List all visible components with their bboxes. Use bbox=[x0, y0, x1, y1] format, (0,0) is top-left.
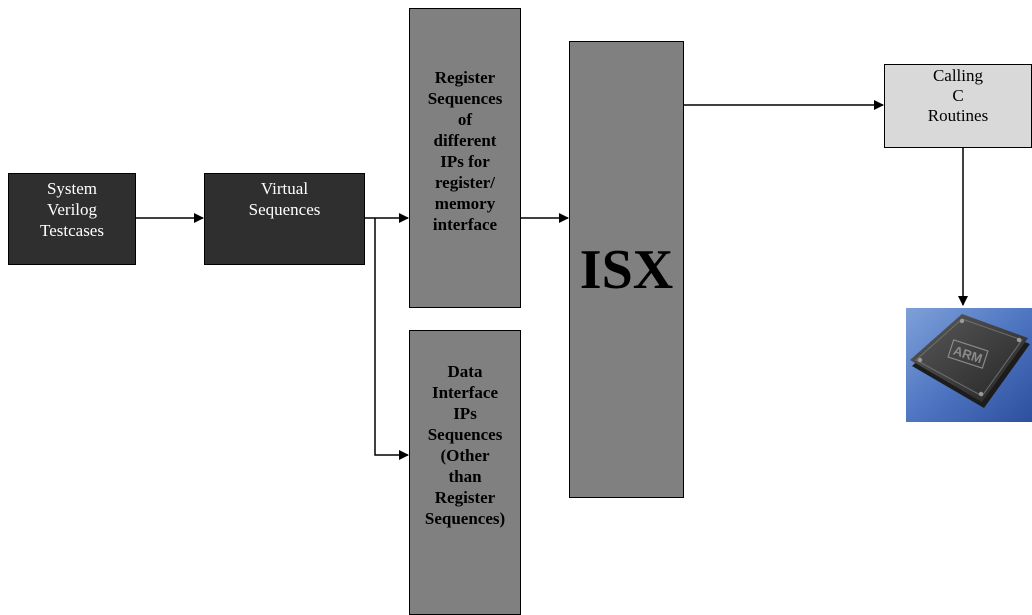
node-isx-label: ISX bbox=[579, 238, 674, 301]
arrow-virtual-to-data bbox=[374, 218, 409, 460]
node-data-interface-sequences: Data Interface IPs Sequences (Other than… bbox=[409, 330, 521, 615]
arm-chip-image: ARM bbox=[906, 308, 1032, 422]
node-data-interface-sequences-label: Data Interface IPs Sequences (Other than… bbox=[424, 362, 506, 528]
node-virtual-sequences: Virtual Sequences bbox=[204, 173, 365, 265]
node-register-sequences: Register Sequences of different IPs for … bbox=[409, 8, 521, 308]
node-calling-c-routines: Calling C Routines bbox=[884, 64, 1032, 148]
node-register-sequences-label: Register Sequences of different IPs for … bbox=[427, 68, 503, 234]
node-testcases: System Verilog Testcases bbox=[8, 173, 136, 265]
node-virtual-sequences-label: Virtual Sequences bbox=[248, 179, 321, 219]
node-calling-c-routines-label: Calling C Routines bbox=[927, 66, 989, 125]
node-isx: ISX bbox=[569, 41, 684, 498]
node-testcases-label: System Verilog Testcases bbox=[40, 179, 104, 240]
